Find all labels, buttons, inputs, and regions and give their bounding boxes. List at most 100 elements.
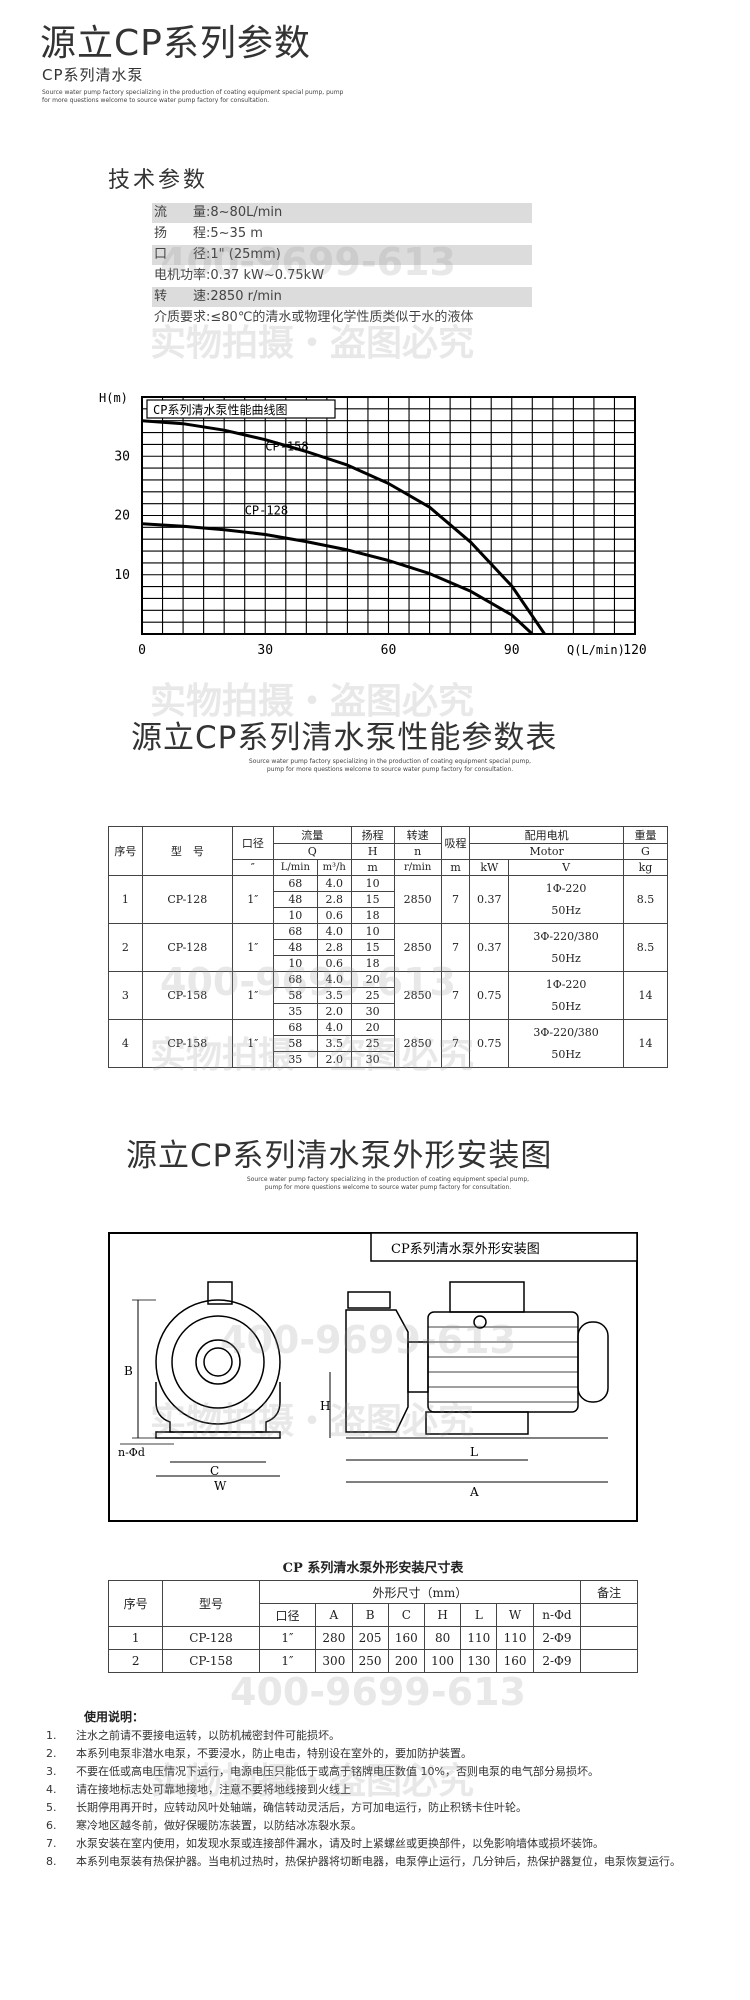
- perf-section-title: 源立CP系列清水泵性能参数表: [131, 720, 558, 756]
- dim-l-label: L: [470, 1445, 478, 1459]
- pump-side-view: [329, 1281, 609, 1483]
- cell-m3h: 2.8: [316, 891, 352, 908]
- notes-title: 使用说明：: [84, 1710, 145, 1724]
- cell-motor: 1Φ-220 50Hz: [508, 971, 624, 1020]
- th-weight-symbol: G: [622, 843, 669, 860]
- note-number: 4.: [46, 1783, 57, 1796]
- motor-frequency: 50Hz: [551, 903, 581, 917]
- cell-head: 25: [350, 987, 395, 1004]
- front-foot: [155, 1431, 281, 1439]
- chart-ylabel: H(m): [99, 391, 128, 405]
- cell-no: 1: [108, 875, 143, 924]
- cell-model: CP-158: [162, 1649, 260, 1673]
- cell-caliber: 1″: [231, 1019, 274, 1068]
- dim-column-header: H: [423, 1603, 462, 1627]
- cell-suction: 7: [440, 875, 471, 924]
- cell-dim-value: 205: [351, 1626, 389, 1650]
- header-english-line: for more questions welcome to source wat…: [42, 97, 270, 104]
- cell-dim-value: 80: [423, 1626, 462, 1650]
- cell-speed: 2850: [393, 923, 442, 972]
- cell-dim-value: 2-Φ9: [532, 1626, 582, 1650]
- dim-th-note: 备注: [580, 1580, 638, 1604]
- cell-m3h: 3.5: [316, 987, 352, 1004]
- th-motor: 配用电机: [469, 826, 624, 844]
- note-text: 注水之前请不要接电运转，以防机械密封件可能损坏。: [76, 1729, 340, 1742]
- unit-m3h: m³/h: [316, 859, 352, 876]
- th-motor-en: Motor: [469, 843, 624, 860]
- cell-m3h: 2.8: [316, 939, 352, 956]
- cell-lmin: 48: [272, 939, 318, 956]
- chart-title-box: [146, 399, 336, 419]
- dim-h-label: H: [320, 1399, 330, 1413]
- terminal-box: [449, 1281, 525, 1313]
- cell-dim-value: 110: [460, 1626, 498, 1650]
- th-no: 序号: [108, 826, 143, 876]
- motor-frequency: 50Hz: [551, 999, 581, 1013]
- cell-head: 20: [350, 971, 395, 988]
- dim-note-cell: [580, 1603, 638, 1627]
- cell-speed: 2850: [393, 875, 442, 924]
- cell-lmin: 35: [272, 1051, 318, 1068]
- cell-dim-value: 300: [315, 1649, 353, 1673]
- cell-head: 30: [350, 1003, 395, 1020]
- inlet-inner: [203, 1347, 233, 1377]
- cell-model: CP-128: [162, 1626, 260, 1650]
- list-item: 5.长期停用再开时，应转动风叶处轴端，确信转动灵活后，方可加电运行，防止积锈卡住…: [46, 1800, 726, 1815]
- cell-m3h: 4.0: [316, 923, 352, 940]
- param-head: 扬 程:5~35 m: [154, 226, 263, 241]
- motor-voltage: 1Φ-220: [545, 977, 587, 991]
- note-number: 5.: [46, 1801, 57, 1814]
- x-tick-label: 30: [257, 643, 273, 658]
- cell-dim-value: 200: [387, 1649, 425, 1673]
- note-text: 寒冷地区越冬前，做好保暖防冻装置，以防结冰冻裂水泵。: [76, 1819, 362, 1832]
- cell-m3h: 4.0: [316, 971, 352, 988]
- cell-no: 4: [108, 1019, 143, 1068]
- cell-dim-value: 280: [315, 1626, 353, 1650]
- dim-th-dims: 外形尺寸（mm）: [258, 1580, 582, 1604]
- chart-xlabel: Q(L/min): [567, 643, 625, 657]
- note-text: 不要在低或高电压情况下运行，电源电压只能低于或高于铭牌电压数值 10%，否则电泵…: [76, 1765, 599, 1778]
- series-label: CP-128: [245, 503, 288, 517]
- cell-lmin: 68: [272, 923, 318, 940]
- cell-lmin: 10: [272, 907, 318, 924]
- dim-column-header: 口径: [258, 1603, 317, 1627]
- cell-no: 1: [107, 1626, 164, 1650]
- cell-lmin: 58: [272, 1035, 318, 1052]
- dim-column-header: C: [387, 1603, 425, 1627]
- note-number: 8.: [46, 1855, 57, 1868]
- th-speed-symbol: n: [393, 843, 442, 860]
- cell-weight: 8.5: [622, 875, 669, 924]
- cell-kw: 0.37: [469, 923, 510, 972]
- cell-head: 15: [350, 939, 395, 956]
- x-tick-label: 90: [504, 643, 520, 658]
- dim-nd-label: n-Φd: [118, 1446, 145, 1459]
- cell-dim-value: 1″: [258, 1649, 317, 1673]
- th-speed: 转速: [393, 826, 442, 844]
- note-text: 本系列电泵非潜水电泵，不要浸水，防止电击，特别设在室外的，要加防护装置。: [76, 1747, 472, 1760]
- chart-frame: [141, 396, 636, 635]
- inlet-outer: [195, 1339, 241, 1385]
- cell-suction: 7: [440, 971, 471, 1020]
- cell-head: 10: [350, 875, 395, 892]
- y-tick-label: 20: [114, 509, 130, 524]
- list-item: 4.请在接地标志处可靠地接地，注意不要将地线接到火线上: [46, 1782, 726, 1797]
- cell-m3h: 4.0: [316, 875, 352, 892]
- th-head: 扬程: [350, 826, 395, 844]
- header-english-note: Source water pump factory specializing i…: [42, 89, 372, 105]
- cell-lmin: 58: [272, 987, 318, 1004]
- cell-m3h: 0.6: [316, 955, 352, 972]
- dim-a-label: A: [469, 1485, 479, 1499]
- drawing-title-box: [370, 1232, 638, 1262]
- unit-head: m: [350, 859, 395, 876]
- x-tick-label: 60: [381, 643, 397, 658]
- cell-head: 30: [350, 1051, 395, 1068]
